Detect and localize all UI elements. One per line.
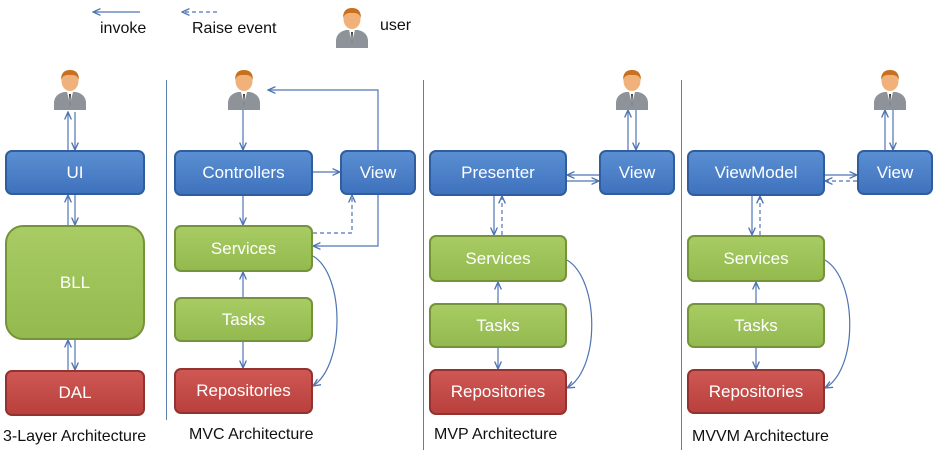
mvp-presenter-box: Presenter — [429, 150, 567, 196]
mvvm-view-box: View — [857, 150, 933, 195]
mvp-repositories-box: Repositories — [429, 369, 567, 415]
three-layer-caption: 3-Layer Architecture — [3, 428, 147, 445]
user-icon — [226, 66, 262, 110]
legend-raise-event-label: Raise event — [192, 20, 277, 37]
legend-user-label: user — [380, 17, 412, 34]
mvvm-caption: MVVM Architecture — [692, 428, 829, 445]
mvp-services-box: Services — [429, 235, 567, 282]
user-icon — [872, 66, 908, 110]
user-icon — [614, 66, 650, 110]
mvvm-viewmodel-box: ViewModel — [687, 150, 825, 196]
legend-user-icon — [334, 4, 370, 48]
mvvm-services-box: Services — [687, 235, 825, 282]
mvp-caption: MVP Architecture — [434, 426, 558, 443]
separator-line — [681, 80, 682, 450]
user-icon — [52, 66, 88, 110]
mvc-services-box: Services — [174, 225, 313, 272]
bll-box: BLL — [5, 225, 145, 340]
mvc-controllers-box: Controllers — [174, 150, 313, 196]
mvc-repositories-box: Repositories — [174, 368, 313, 414]
separator-line — [423, 80, 424, 450]
ui-box: UI — [5, 150, 145, 195]
mvvm-repositories-box: Repositories — [687, 369, 825, 414]
mvvm-tasks-box: Tasks — [687, 303, 825, 348]
mvc-tasks-box: Tasks — [174, 297, 313, 342]
dal-box: DAL — [5, 370, 145, 416]
legend-invoke-label: invoke — [100, 20, 147, 37]
mvp-view-box: View — [599, 150, 675, 195]
mvp-tasks-box: Tasks — [429, 303, 567, 348]
separator-line — [166, 80, 167, 420]
mvc-caption: MVC Architecture — [189, 426, 314, 443]
mvc-view-box: View — [340, 150, 416, 195]
